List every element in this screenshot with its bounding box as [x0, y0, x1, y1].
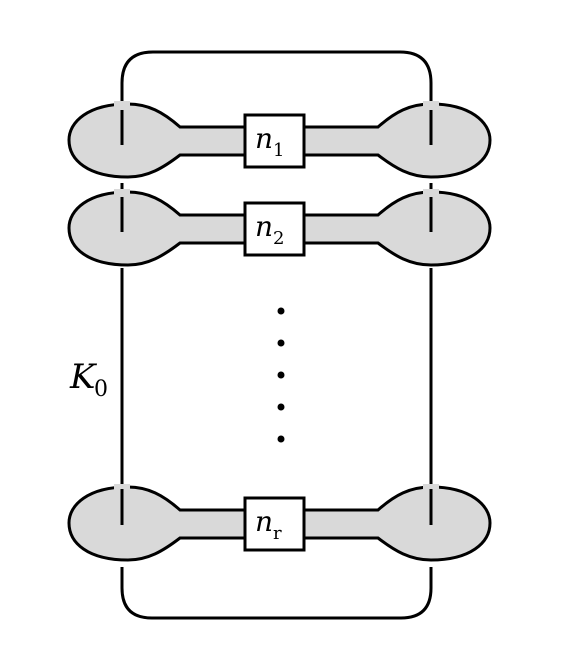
box-n2-main: n — [255, 210, 273, 243]
box-n1-sub: 1 — [273, 140, 284, 161]
box-n1 — [243, 113, 306, 169]
box-nr-sub: r — [273, 523, 282, 544]
band-2: n 2 — [67, 189, 492, 267]
box-nr — [243, 496, 306, 552]
box-nr-main: n — [255, 505, 273, 538]
bottom-arc — [120, 567, 433, 620]
knot-label-main: K — [69, 357, 98, 397]
band-1: n 1 — [67, 101, 492, 179]
band-r: n r — [67, 484, 492, 562]
knot-label: K 0 — [69, 357, 108, 402]
top-arc — [120, 50, 433, 105]
box-n1-main: n — [255, 122, 273, 155]
box-n2-sub: 2 — [273, 228, 284, 249]
ellipsis-dots — [277, 307, 285, 443]
knot-label-sub: 0 — [94, 377, 108, 402]
box-n2 — [243, 201, 306, 257]
